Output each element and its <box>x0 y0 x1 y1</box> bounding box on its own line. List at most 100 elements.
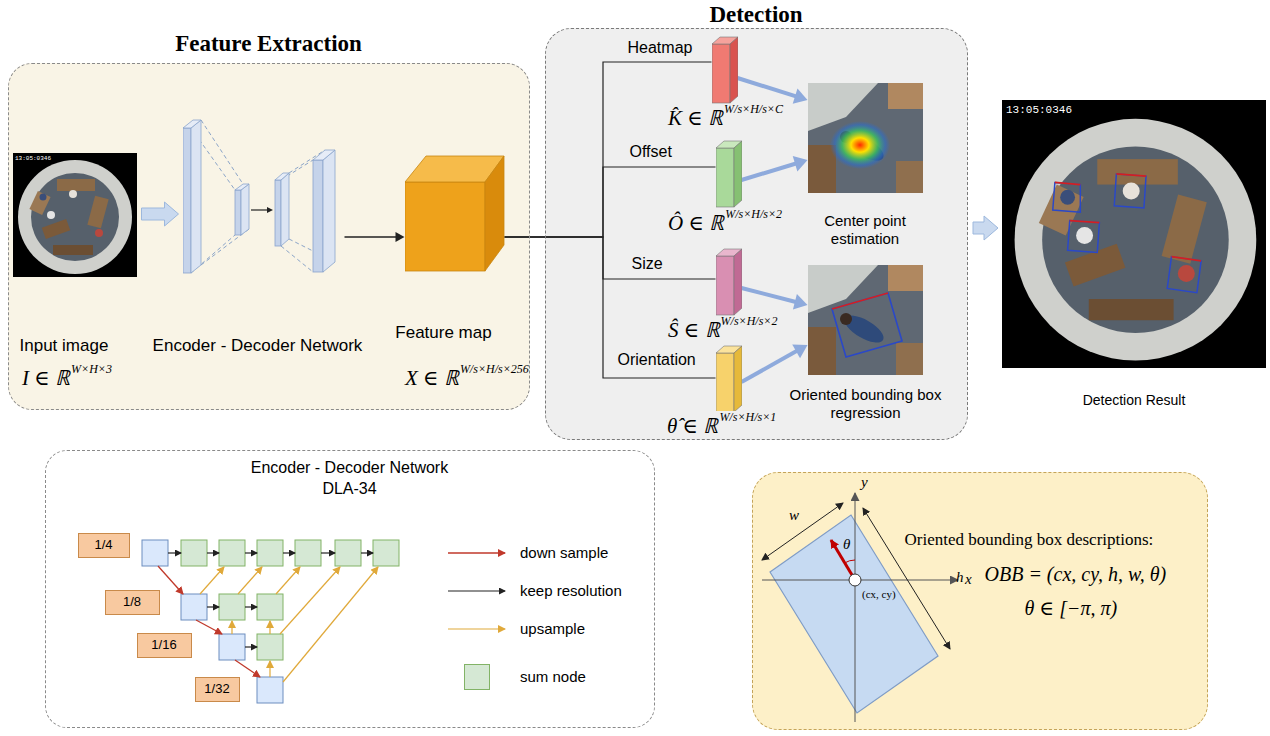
feature-cube <box>405 156 504 271</box>
connector-line <box>742 163 797 180</box>
angle-label: θ <box>843 535 850 553</box>
obb-formula: OBB = (cx, cy, h, w, θ) <box>985 562 1167 586</box>
input-image-shape <box>13 153 137 277</box>
obb-regression-image: Oriented bounding box regression <box>808 265 923 375</box>
scale-box: 1/8 <box>105 590 160 615</box>
heatmap-head: Heatmap <box>712 36 738 104</box>
scale-label: 1/8 <box>106 594 159 610</box>
encoder-decoder-figure <box>183 120 335 273</box>
panel-title: Feature Extraction <box>8 30 530 58</box>
offset-head: Offset <box>716 140 742 208</box>
block-arrow <box>973 216 998 240</box>
encoder-decoder-figure-shape <box>183 118 345 275</box>
obb-regression-image-shape <box>808 265 923 375</box>
level-node <box>142 540 283 703</box>
size-head-shape <box>716 248 742 316</box>
center-point-image-shape <box>808 83 923 193</box>
detection-result-image: Detection Result <box>1002 100 1266 368</box>
fisheye-photo <box>13 153 137 277</box>
orientation-head-shape <box>716 345 742 411</box>
tensor-slab <box>712 37 738 103</box>
math-symbol: X ∈ ℝ <box>405 366 459 391</box>
math-symbol: θ̂ ∈ ℝ <box>667 414 718 439</box>
inset-subtitle: DLA-34 <box>45 479 655 498</box>
legend-swatch <box>464 664 490 690</box>
connector-line <box>738 78 797 96</box>
feature-map-cube: Feature map <box>405 155 505 272</box>
description-heading: Oriented bounding box descriptions: <box>905 530 1154 550</box>
obb-description-panel: Oriented bounding box descriptions: OBB =… <box>752 472 1208 730</box>
y-axis <box>855 493 856 722</box>
scale-label: 1/32 <box>196 681 239 697</box>
arrow-head <box>792 344 807 358</box>
width-dimension <box>762 503 843 560</box>
heatmap-photo <box>808 83 923 193</box>
network-caption: Encoder - Decoder Network <box>148 336 368 356</box>
center-dot <box>849 574 861 586</box>
legend-text: upsample <box>520 620 585 638</box>
connector <box>742 156 808 180</box>
legend-line-black <box>448 590 505 591</box>
math-exponent: W/s×H/s×256 <box>460 362 529 376</box>
upsample-arrow <box>200 567 378 682</box>
image-caption: Oriented bounding box regression <box>784 386 948 422</box>
inset-title: Encoder - Decoder Network <box>45 458 655 477</box>
inset-panel-fill <box>45 450 655 728</box>
math-symbol: K̂ ∈ ℝ <box>668 106 723 131</box>
center-point-image: Center point estimation <box>808 83 923 193</box>
angle-range: θ ∈ [−π, π) <box>1025 596 1118 620</box>
head-label: Orientation <box>618 350 696 369</box>
connector-line <box>742 288 796 302</box>
connector <box>505 62 712 237</box>
connector-line <box>505 62 712 237</box>
encoder-decoder-figure: Encoder - Decoder Network <box>183 118 345 275</box>
legend-line-red <box>448 552 505 553</box>
tensor-slab <box>716 346 742 411</box>
obb-panel-fill <box>752 472 1208 730</box>
scale-box: 1/4 <box>78 533 130 558</box>
math-exponent: W/s×H/s×2 <box>721 314 778 328</box>
dimension-label: h <box>956 568 964 586</box>
math-symbol: I ∈ ℝ <box>22 366 70 391</box>
panel-title: Detection <box>545 1 968 29</box>
math-exponent: W×H×3 <box>71 362 112 376</box>
sum-node <box>181 540 399 660</box>
block-arrow <box>142 202 179 226</box>
obb-figure <box>762 493 958 722</box>
connector-line <box>742 351 798 382</box>
tensor-slab <box>716 141 742 207</box>
legend-text: sum node <box>520 668 586 686</box>
dimension-label: w <box>789 506 799 524</box>
dla-graph <box>142 540 399 703</box>
legend-line-yellow <box>448 628 505 629</box>
arrow-head <box>793 88 808 103</box>
legend-samples <box>448 553 505 629</box>
connector-line <box>505 237 716 279</box>
size-head: Size <box>716 248 742 316</box>
scale-label: 1/16 <box>138 637 191 653</box>
offset-head-shape <box>716 140 742 208</box>
tensor-slab <box>716 249 742 315</box>
math-symbol: Ô ∈ ℝ <box>668 211 724 236</box>
scale-box: 1/32 <box>195 677 240 702</box>
head-label: Size <box>632 254 663 273</box>
down-sample-arrow <box>158 566 260 677</box>
connector <box>742 288 808 310</box>
math-exponent: W/s×H/s×C <box>724 102 783 116</box>
image-caption: Input image <box>20 336 109 356</box>
detection-panel: DetectionHeatmapOffsetSizeOrientationCen… <box>545 28 968 440</box>
axis-label: y <box>861 473 868 491</box>
legend-text: down sample <box>520 544 608 562</box>
scale-label: 1/4 <box>79 537 129 553</box>
head-label: Offset <box>630 142 672 161</box>
detection-result-image-shape <box>1002 100 1266 368</box>
axis-label: x <box>965 570 972 588</box>
arrow-head <box>793 156 808 171</box>
connector <box>142 202 179 226</box>
heatmap-head-shape <box>712 36 738 104</box>
connector <box>973 216 998 240</box>
height-dimension <box>863 508 950 649</box>
feature-extraction-panel: Feature ExtractionInput imageEncoder - D… <box>8 63 530 410</box>
connector <box>738 78 808 104</box>
